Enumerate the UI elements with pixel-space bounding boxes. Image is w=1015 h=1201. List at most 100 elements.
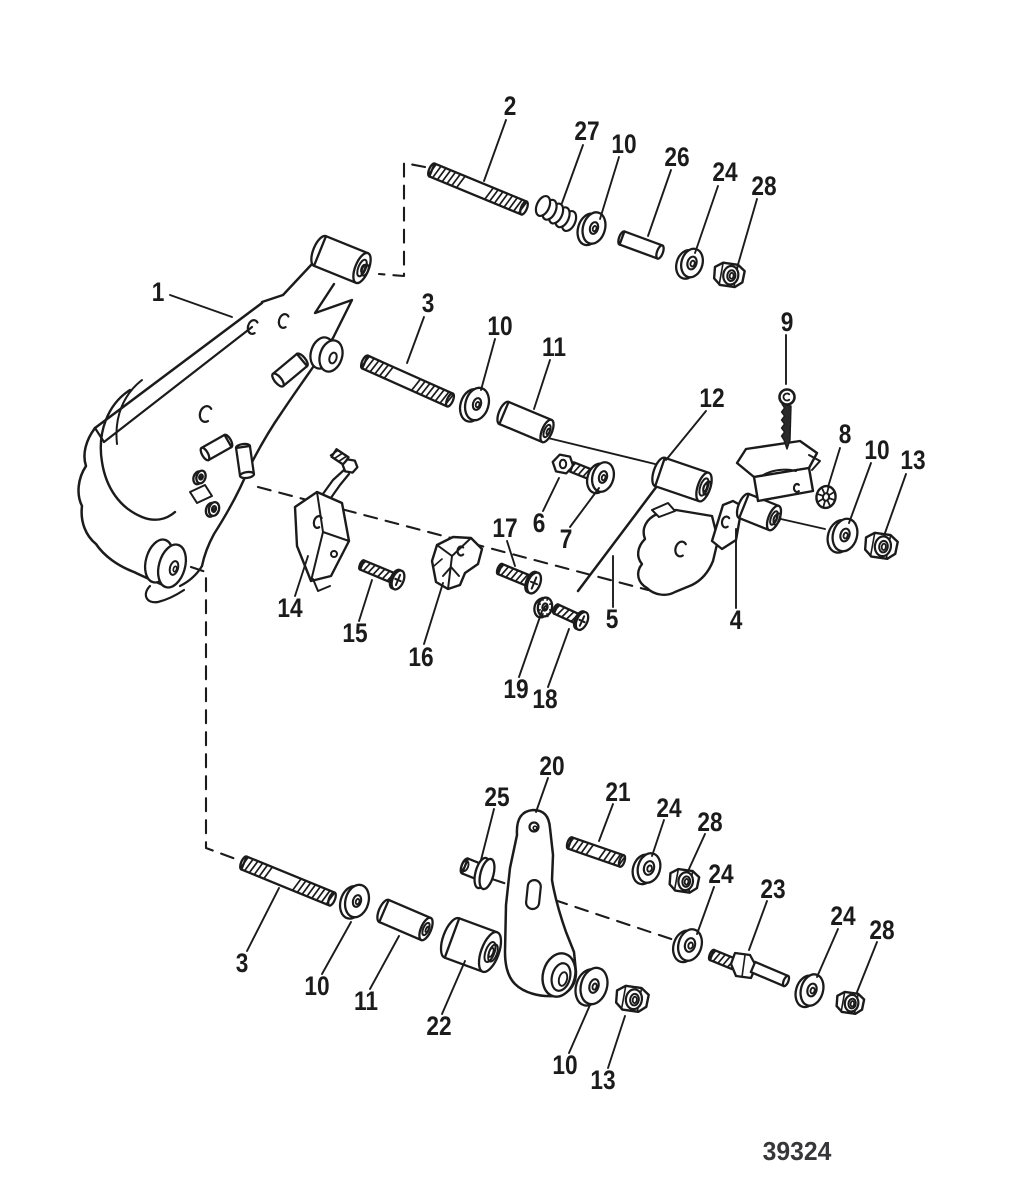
callout-text: 8	[839, 419, 852, 449]
leader-line	[647, 169, 672, 237]
thread-line	[379, 364, 389, 377]
thread-line	[436, 167, 447, 181]
hole-mark	[720, 515, 731, 529]
thread-line	[582, 468, 591, 478]
leader-line	[688, 833, 706, 870]
callout-text: 10	[611, 129, 636, 159]
part-3-stud-bottom	[239, 855, 337, 907]
part-1-shift-plate-bracket	[77, 234, 372, 604]
part-10-washer-right	[826, 517, 859, 554]
thread-line	[489, 189, 499, 202]
thread-line	[493, 191, 504, 204]
callout-text: 24	[712, 157, 737, 187]
leader-line	[848, 462, 872, 524]
callout-8-12: 8	[827, 419, 852, 488]
leader-line	[369, 935, 400, 990]
callout-text: 7	[560, 524, 573, 554]
thread-line	[444, 393, 455, 406]
thread-line	[325, 892, 336, 905]
thread-line	[338, 455, 347, 462]
thread-line	[712, 952, 721, 962]
hole-mark	[674, 540, 687, 558]
leader-line	[607, 1015, 626, 1069]
callout-text: 15	[342, 618, 367, 648]
part-11-spacer-middle	[496, 400, 555, 444]
callout-text: 24	[830, 901, 855, 931]
callout-text: 10	[304, 971, 329, 1001]
callout-text: 11	[542, 332, 566, 362]
leader-line	[569, 487, 600, 528]
callout-28-33: 28	[856, 915, 895, 993]
callout-text: 10	[487, 311, 512, 341]
part-24-washer-1	[631, 852, 662, 886]
thread-line	[515, 572, 524, 582]
thread-line	[722, 956, 731, 966]
leader-line	[816, 928, 839, 978]
leader-line	[651, 819, 665, 857]
part-28-locknut-2	[835, 990, 866, 1016]
thread-line	[441, 169, 452, 183]
thread-line	[311, 886, 321, 899]
thread-line	[334, 452, 343, 460]
thread-line	[580, 842, 589, 854]
leader-line	[480, 808, 495, 861]
leader-line	[736, 198, 758, 269]
part-14-interlock-switch	[293, 448, 359, 592]
thread-line	[517, 201, 528, 214]
part-25-bushing	[459, 856, 496, 891]
thread-line	[565, 837, 575, 849]
callout-text: 24	[656, 793, 681, 823]
thread-line	[425, 385, 436, 398]
head-slot	[394, 577, 402, 583]
callout-text: 21	[605, 777, 630, 807]
thread-line	[383, 366, 394, 379]
thread-line	[519, 574, 529, 584]
callout-text: 2	[504, 91, 517, 121]
leader-line	[480, 338, 496, 391]
part-22-bushing	[439, 916, 503, 974]
part-23-shoulder-bolt	[707, 948, 791, 988]
thread-line	[717, 954, 726, 964]
dashed-alignment-line	[377, 161, 427, 278]
thread-line	[617, 855, 626, 867]
callout-10-8: 10	[480, 311, 513, 391]
leader-line	[169, 294, 233, 318]
thread-line	[360, 356, 370, 368]
thread-line	[244, 858, 254, 872]
hole-mark	[277, 313, 290, 329]
leader-line	[884, 473, 907, 534]
thread-line	[551, 604, 561, 614]
hole-mark	[782, 392, 791, 402]
callout-12-11: 12	[665, 383, 725, 461]
leader-line	[598, 803, 614, 842]
part-19-lockwasher	[533, 596, 554, 619]
part-18-screw	[551, 603, 590, 632]
thread-line	[568, 462, 576, 472]
callout-14-18: 14	[277, 555, 309, 623]
callout-text: 27	[574, 116, 599, 146]
hex-head	[341, 458, 359, 474]
figure-number: 39324	[763, 1137, 832, 1166]
thread-line	[411, 378, 421, 391]
callout-4-22: 4	[730, 528, 742, 635]
part-7-washer	[585, 461, 616, 495]
thread-line	[358, 560, 366, 570]
leader-line	[321, 921, 352, 975]
callout-text: 26	[664, 142, 689, 172]
callout-1-0: 1	[152, 277, 233, 318]
callout-5-21: 5	[606, 555, 619, 634]
part-10-washer-bottom-right	[574, 966, 609, 1007]
thread-line	[296, 880, 307, 893]
leader-line	[547, 628, 570, 688]
thread-line	[306, 884, 316, 897]
callout-text: 3	[422, 288, 435, 318]
thread-line	[432, 165, 442, 179]
part-17-screw	[495, 562, 543, 595]
thread-line	[374, 362, 385, 375]
part-9-screw	[778, 388, 796, 450]
callout-15-19: 15	[342, 579, 373, 648]
callout-text: 5	[606, 604, 619, 634]
part-24-washer-3	[794, 973, 825, 1009]
